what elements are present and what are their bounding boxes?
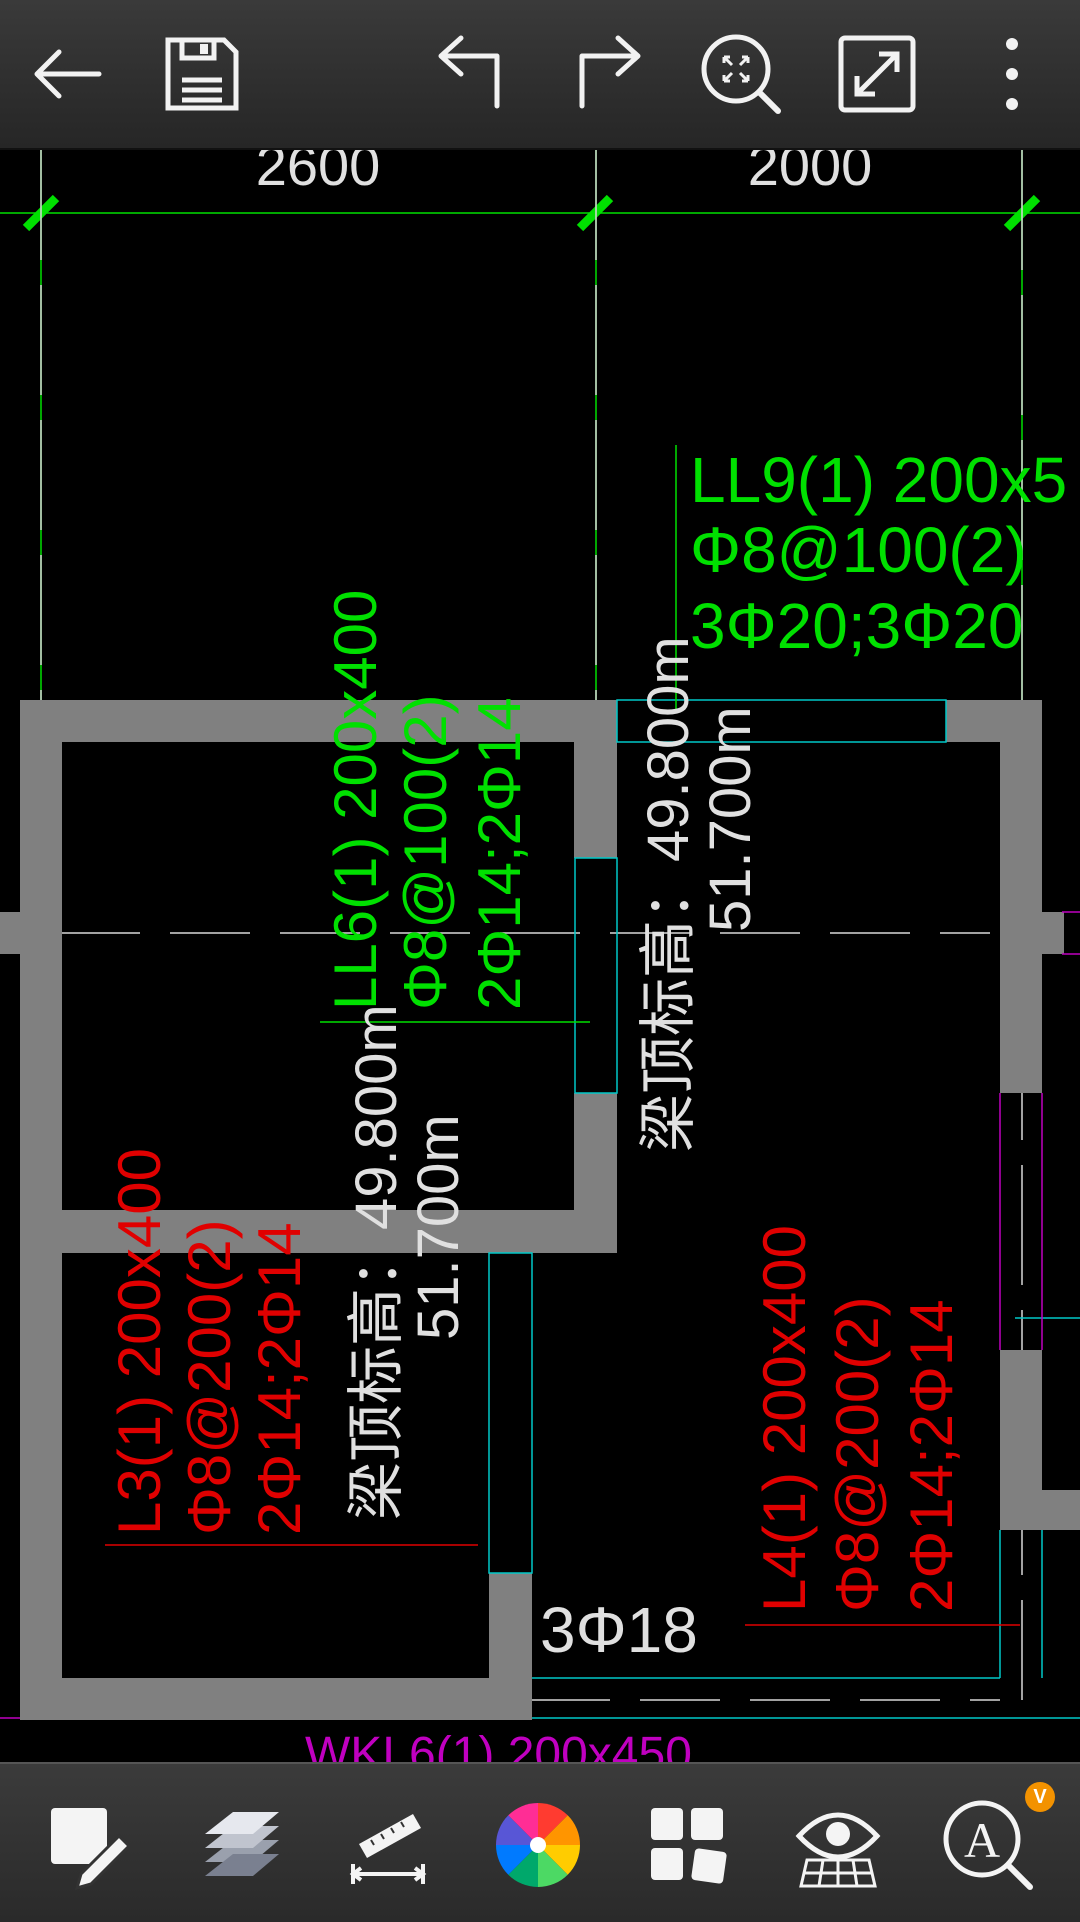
- beam-label: LL6(1) 200x400: [322, 590, 389, 1010]
- layers-button[interactable]: [183, 1795, 293, 1895]
- elevation-label: 51.700m: [406, 1114, 471, 1340]
- rebar-label: 2Φ14;2Φ14: [898, 1299, 965, 1612]
- layers-icon: [205, 1812, 279, 1876]
- redo-icon: [579, 35, 641, 109]
- view-button[interactable]: [783, 1795, 893, 1895]
- layouts-grid-icon: [651, 1808, 727, 1884]
- fullscreen-icon: [838, 35, 916, 113]
- zoom-extents-icon: [701, 34, 781, 114]
- version-badge: V: [1025, 1782, 1055, 1812]
- beam-label: L4(1) 200x400: [751, 1225, 818, 1612]
- save-button[interactable]: [152, 24, 252, 124]
- cut-label: WKL6(1) 200x450: [305, 1728, 692, 1762]
- top-toolbar: [0, 0, 1080, 150]
- save-icon: [165, 37, 239, 111]
- view-eye-grid-icon: [795, 1812, 881, 1888]
- elevation-annotation-b: 梁顶标高：49.800m 51.700m: [344, 1004, 471, 1520]
- more-options-button[interactable]: [962, 24, 1062, 124]
- beam-annotation-ll9: LL9(1) 200x5 Φ8@100(2) 3Φ20;3Φ20: [690, 444, 1067, 662]
- back-button[interactable]: [17, 24, 117, 124]
- dimension-tick: [576, 194, 614, 232]
- cyan-beam-lines: [488, 699, 1080, 1719]
- color-wheel-icon: [496, 1803, 580, 1887]
- undo-icon: [438, 35, 500, 109]
- svg-text:A: A: [964, 1812, 1000, 1868]
- cad-drawing[interactable]: 2600 2000 WKL6(1): [0, 150, 1080, 1762]
- zoom-extents-button[interactable]: [691, 24, 791, 124]
- elevation-label: 51.700m: [698, 706, 763, 932]
- undo-button[interactable]: [423, 24, 523, 124]
- rebar-label: 2Φ14;2Φ14: [466, 697, 533, 1010]
- magenta-lines: [0, 911, 1080, 1719]
- stirrup-label: Φ8@100(2): [392, 694, 459, 1010]
- elevation-annotation-a: 梁顶标高：49.800m 51.700m: [636, 636, 763, 1152]
- elevation-label: 梁顶标高：49.800m: [344, 1004, 409, 1520]
- dimension-text: 2600: [256, 150, 381, 197]
- beam-annotation-ll6: LL6(1) 200x400 Φ8@100(2) 2Φ14;2Φ14: [322, 590, 533, 1010]
- beam-annotation-l4: L4(1) 200x400 Φ8@200(2) 2Φ14;2Φ14: [751, 1225, 965, 1612]
- beam-annotation-l3: L3(1) 200x400 Φ8@200(2) 2Φ14;2Φ14: [106, 1148, 313, 1535]
- back-arrow-icon: [34, 49, 102, 99]
- dimension-text: 2000: [748, 150, 873, 197]
- layouts-button[interactable]: [633, 1795, 743, 1895]
- stirrup-label: Φ8@200(2): [824, 1296, 891, 1612]
- measure-ruler-icon: [349, 1814, 427, 1884]
- stirrup-label: Φ8@100(2): [690, 514, 1027, 586]
- drawing-canvas[interactable]: 2600 2000 WKL6(1): [0, 150, 1080, 1762]
- text-search-icon: A: [943, 1800, 1033, 1890]
- annotate-pen-icon: [51, 1808, 132, 1890]
- fullscreen-button[interactable]: [827, 24, 927, 124]
- measure-button[interactable]: [333, 1795, 443, 1895]
- text-search-button[interactable]: A: [933, 1795, 1043, 1895]
- bottom-rebar-label: 3Φ18: [540, 1594, 698, 1666]
- more-vertical-icon: [1006, 38, 1018, 110]
- color-button[interactable]: [483, 1795, 593, 1895]
- rebar-label: 2Φ14;2Φ14: [246, 1222, 313, 1535]
- elevation-label: 梁顶标高：49.800m: [636, 636, 701, 1152]
- annotate-button[interactable]: [33, 1795, 143, 1895]
- rebar-label: 3Φ20;3Φ20: [690, 590, 1023, 662]
- walls: [0, 700, 1080, 1720]
- beam-label: L3(1) 200x400: [106, 1148, 173, 1535]
- stirrup-label: Φ8@200(2): [176, 1219, 243, 1535]
- beam-label: LL9(1) 200x5: [690, 444, 1067, 516]
- redo-button[interactable]: [556, 24, 656, 124]
